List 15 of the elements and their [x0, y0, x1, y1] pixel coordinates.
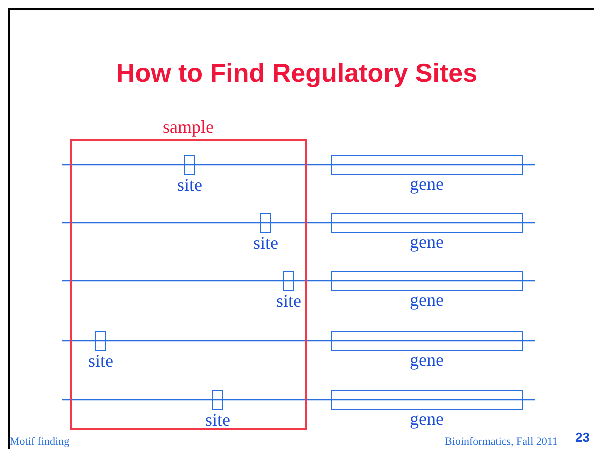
site-label: site: [276, 291, 302, 311]
footer-text: Bioinformatics, Fall 2011: [445, 436, 558, 449]
gene-label: gene: [409, 232, 445, 252]
slide-title: How to Find Regulatory Sites: [115, 58, 479, 89]
gene-label: gene: [409, 290, 445, 310]
footer-text: Motif finding: [10, 436, 70, 449]
site-label: site: [176, 175, 204, 195]
sample-label: sample: [162, 117, 215, 137]
site-label: site: [204, 410, 232, 430]
gene-label: gene: [409, 409, 445, 429]
site-label: site: [252, 233, 280, 253]
page-number: 23: [576, 430, 590, 445]
gene-label: gene: [409, 174, 445, 194]
gene-label: gene: [409, 350, 445, 370]
site-label: site: [88, 351, 114, 371]
